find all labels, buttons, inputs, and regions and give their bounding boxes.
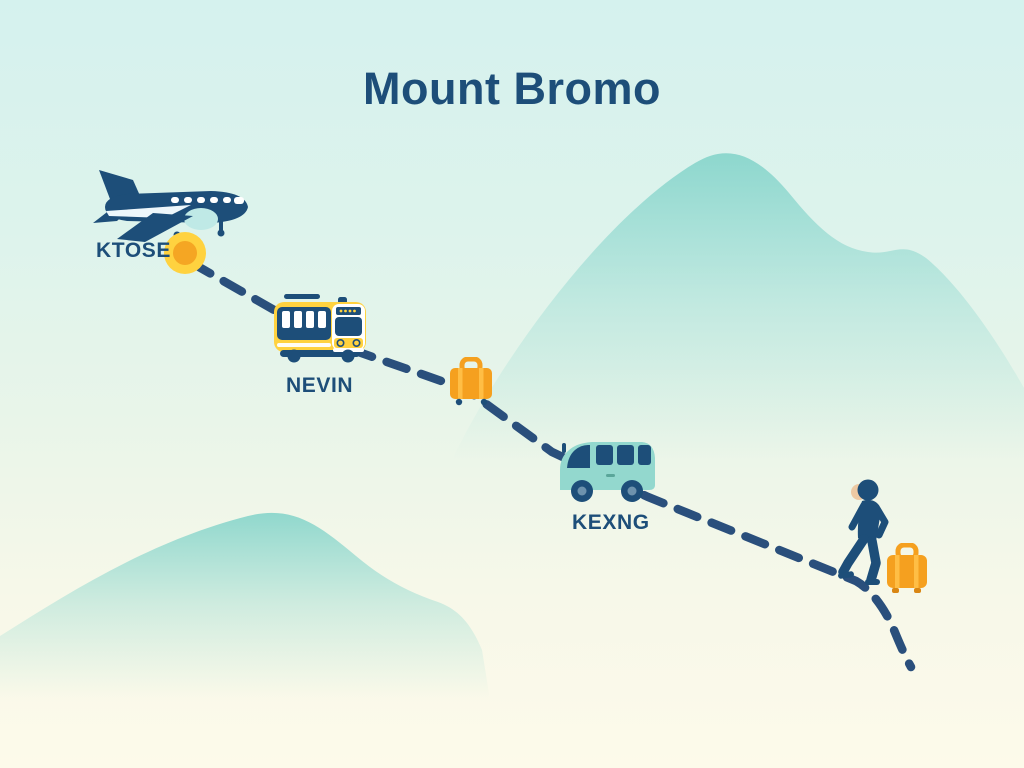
route-marker-icon: [164, 232, 206, 274]
bus-icon: [274, 294, 366, 363]
van-icon: [560, 442, 655, 502]
stop-label-ktose: KTOSE: [96, 239, 171, 262]
mountain-bottom-left: [0, 512, 490, 700]
luggage-icon: [887, 543, 927, 593]
airplane-icon: [93, 170, 248, 242]
page-title: Mount Bromo: [363, 63, 661, 114]
traveler-icon: [838, 479, 889, 585]
mountain-top-right: [452, 153, 1024, 460]
route-path: [187, 258, 916, 672]
stop-label-nevin: NEVIN: [286, 374, 354, 397]
luggage-icon: [450, 357, 492, 406]
stop-label-kexng: KEXNG: [572, 511, 650, 534]
